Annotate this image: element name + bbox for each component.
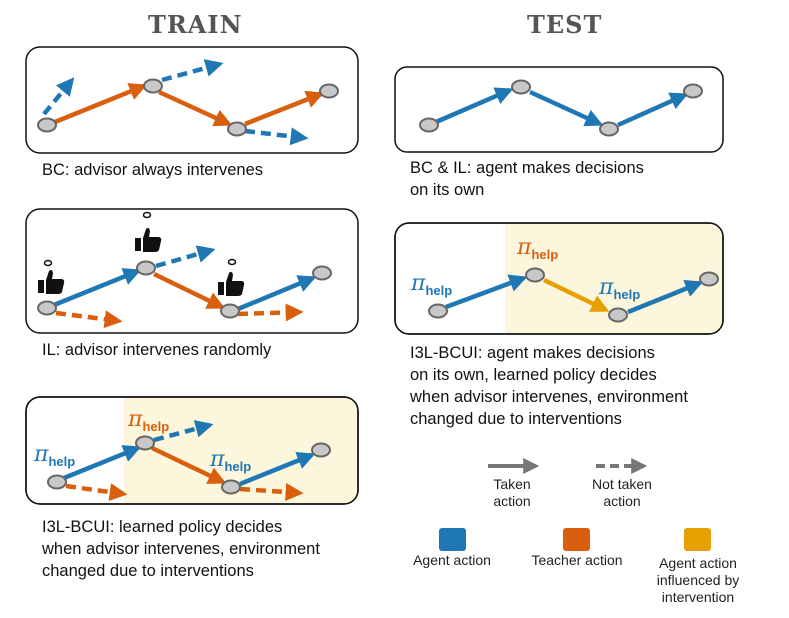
agent-arrow-dashed <box>153 420 214 443</box>
state-node <box>47 474 67 490</box>
panel-test-i3l: πhelp πhelp πhelp <box>394 222 724 335</box>
legend-teacher-label: Teacher action <box>531 552 623 568</box>
thumbs-up-icon <box>38 259 65 294</box>
agent-arrow-dashed <box>155 245 216 269</box>
thumbs-up-icon <box>135 211 162 252</box>
panel-frame <box>25 208 359 334</box>
caption-test-i3l: I3L-BCUI: agent makes decisions on its o… <box>410 344 688 428</box>
panel-frame <box>394 222 724 335</box>
state-node <box>220 303 240 319</box>
state-node <box>599 121 619 137</box>
legend-influenced-label: Agent action influenced by intervention <box>656 555 740 605</box>
influenced-action-swatch <box>684 528 711 551</box>
panel-frame <box>394 66 724 153</box>
policy-label: πhelp <box>127 407 169 434</box>
agent-arrow <box>529 89 604 127</box>
teacher-arrow <box>151 445 227 485</box>
agent-arrow <box>237 275 317 312</box>
state-node <box>683 83 703 99</box>
agent-arrow <box>63 445 142 481</box>
teacher-arrow <box>153 271 226 310</box>
state-node <box>319 83 339 99</box>
state-node <box>143 78 163 94</box>
teacher-arrow <box>244 90 325 127</box>
policy-label: πhelp <box>410 271 452 298</box>
state-node <box>135 435 155 451</box>
teacher-arrow-dashed <box>237 303 304 322</box>
agent-arrow <box>239 452 316 487</box>
agent-arrow <box>53 268 142 308</box>
state-node <box>511 79 531 95</box>
panel-train-i3l: πhelp πhelp πhelp <box>25 396 359 505</box>
teacher-arrow-dashed <box>239 483 304 502</box>
state-node <box>428 303 448 319</box>
agent-arrow-dashed <box>161 59 224 83</box>
policy-label: πhelp <box>516 235 558 262</box>
legend <box>439 458 711 551</box>
state-node <box>37 300 57 316</box>
teacher-arrow-dashed <box>55 310 123 329</box>
legend-taken-label: Taken action <box>493 476 531 509</box>
caption-test-bcil: BC & IL: agent makes decisions on its ow… <box>410 159 644 199</box>
legend-not-taken-label: Not taken action <box>592 476 652 509</box>
panel-train-bc <box>25 46 359 154</box>
caption-train-i3l: I3L-BCUI: learned policy decides when ad… <box>42 518 320 580</box>
train-heading: TRAIN <box>148 10 243 39</box>
panel-test-bcil <box>394 66 724 153</box>
policy-label: πhelp <box>209 447 251 474</box>
thumbs-up-icon <box>218 258 245 296</box>
teacher-arrow <box>49 83 148 127</box>
influenced-arrow <box>543 277 610 313</box>
agent-action-swatch <box>439 528 466 551</box>
agent-arrow-dashed <box>244 127 309 146</box>
state-node <box>221 479 241 495</box>
state-node <box>525 267 545 283</box>
teacher-arrow-dashed <box>65 483 128 501</box>
intervention-highlight <box>505 224 722 333</box>
agent-arrow-dashed <box>42 77 75 116</box>
agent-arrow <box>445 274 528 310</box>
policy-label: πhelp <box>598 275 640 302</box>
state-node <box>37 117 57 133</box>
panel-train-il <box>25 208 359 334</box>
state-node <box>227 121 247 137</box>
state-node <box>136 260 156 276</box>
teacher-arrow <box>158 89 233 127</box>
state-node <box>419 117 439 133</box>
panel-frame <box>25 396 359 505</box>
panel-frame <box>25 46 359 154</box>
test-heading: TEST <box>527 10 603 39</box>
agent-arrow <box>627 280 704 315</box>
caption-train-il: IL: advisor intervenes randomly <box>42 341 272 359</box>
caption-train-bc: BC: advisor always intervenes <box>42 161 264 179</box>
teacher-action-swatch <box>563 528 590 551</box>
state-node <box>312 265 332 281</box>
legend-agent-label: Agent action <box>413 552 491 568</box>
agent-arrow <box>617 92 689 128</box>
intervention-highlight <box>124 398 357 503</box>
state-node <box>608 307 628 323</box>
state-node <box>699 271 719 287</box>
state-node <box>311 442 331 458</box>
agent-arrow <box>435 87 514 125</box>
policy-label: πhelp <box>33 442 75 469</box>
